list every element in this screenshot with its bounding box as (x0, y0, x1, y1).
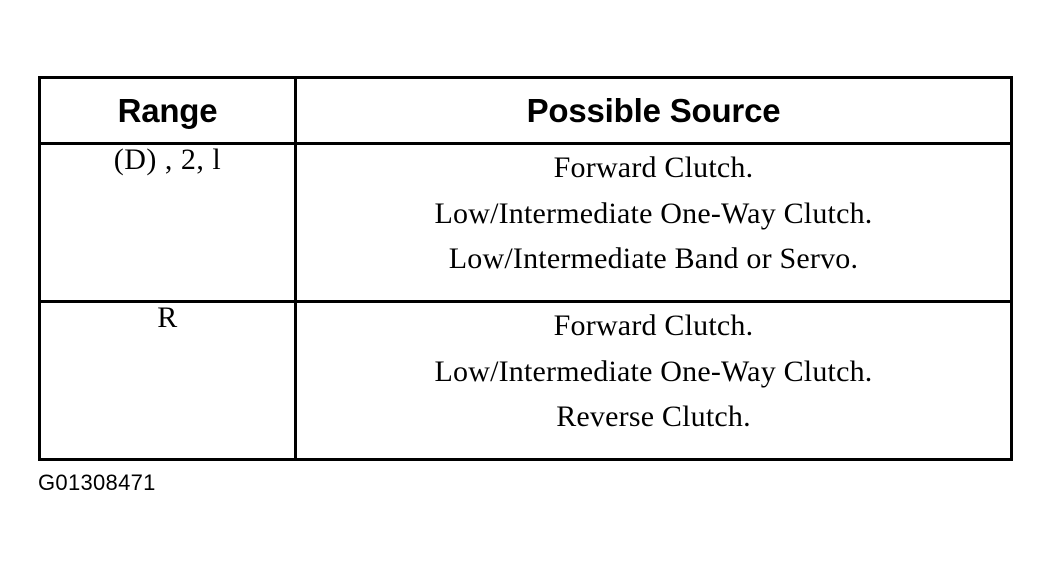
cell-range-value: (D) , 2, l (38, 142, 297, 303)
table-header-row: Range Possible Source (38, 76, 1013, 145)
column-header-range: Range (38, 76, 297, 145)
cell-possible-source: Forward Clutch. Low/Intermediate One-Way… (294, 142, 1013, 303)
source-line: Forward Clutch. (553, 309, 754, 342)
cell-possible-source: Forward Clutch. Low/Intermediate One-Way… (294, 300, 1013, 461)
cell-range-value: R (38, 300, 297, 461)
source-line: Low/Intermediate One-Way Clutch. (434, 354, 873, 388)
source-line: Low/Intermediate One-Way Clutch. (434, 196, 873, 230)
table-body: (D) , 2, l Forward Clutch. Low/Intermedi… (38, 142, 1013, 461)
table-header: Range Possible Source (38, 76, 1013, 145)
column-header-possible-source: Possible Source (294, 76, 1013, 145)
range-possible-source-table: Range Possible Source (D) , 2, l Forward… (38, 76, 1013, 461)
table-row: (D) , 2, l Forward Clutch. Low/Intermedi… (38, 142, 1013, 303)
source-line: Forward Clutch. (553, 151, 754, 184)
table-row: R Forward Clutch. Low/Intermediate One-W… (38, 300, 1013, 461)
figure-caption: G01308471 (38, 470, 156, 495)
source-line: Reverse Clutch. (556, 400, 751, 434)
source-line: Low/Intermediate Band or Servo. (448, 242, 859, 276)
